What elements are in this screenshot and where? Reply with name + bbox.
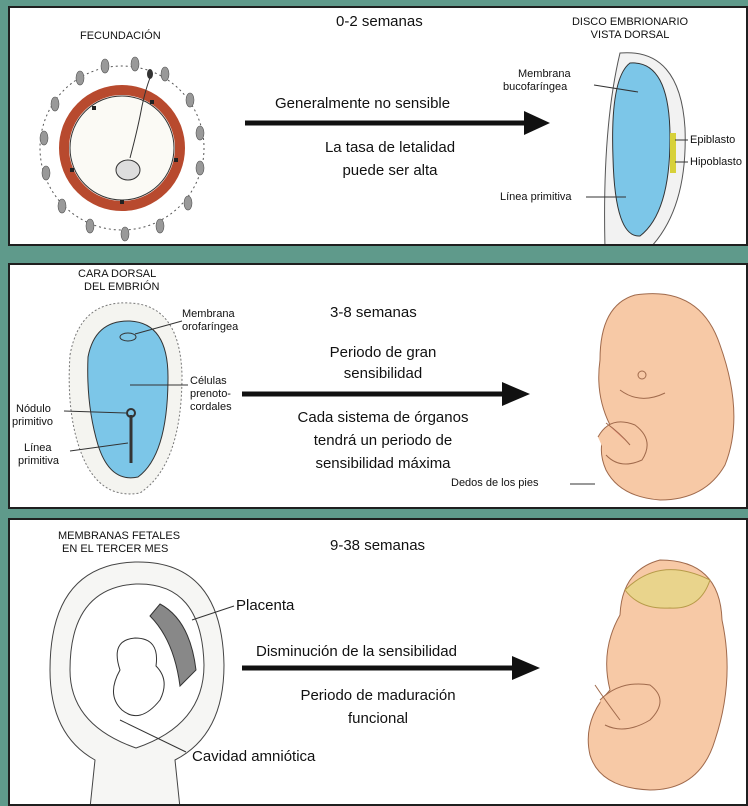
label-hipoblasto: Hipoblasto <box>690 156 742 169</box>
membranes-caption-2: EN EL TERCER MES <box>62 543 168 556</box>
panel-9-38-weeks: MEMBRANAS FETALES EN EL TERCER MES 9-38 … <box>8 518 748 806</box>
sensitivity-text-2: sensibilidad <box>298 364 468 383</box>
organ-text-3: sensibilidad máxima <box>268 454 498 473</box>
dorsal-caption-1: CARA DORSAL <box>78 268 156 281</box>
panel1-illustration <box>10 8 748 246</box>
label-cavidad-amniotica: Cavidad amniótica <box>192 747 315 766</box>
maturation-text-2: funcional <box>278 709 478 728</box>
period-label: 9-38 semanas <box>330 536 425 555</box>
label-bucofaringea: bucofaríngea <box>503 81 567 94</box>
period-label: 0-2 semanas <box>336 12 423 31</box>
panel-3-8-weeks: CARA DORSAL DEL EMBRIÓN Membrana orofarí… <box>8 263 748 509</box>
label-placenta: Placenta <box>236 596 294 615</box>
label-primitiva: primitiva <box>18 455 59 468</box>
sensitivity-text-1: Periodo de gran <box>298 343 468 362</box>
disc-caption-2: VISTA DORSAL <box>555 29 705 42</box>
sensitivity-text: Disminución de la sensibilidad <box>256 642 457 661</box>
lethality-text-1: La tasa de letalidad <box>305 138 475 157</box>
maturation-text-1: Periodo de maduración <box>278 686 478 705</box>
label-celulas: Células <box>190 375 227 388</box>
label-membrana: Membrana <box>518 68 571 81</box>
embryonic-disc-illustration <box>586 53 688 246</box>
organ-text-2: tendrá un periodo de <box>268 431 498 450</box>
panel-0-2-weeks: FECUNDACIÓN 0-2 semanas Generalmente no … <box>8 6 748 246</box>
arrow-right-icon <box>245 111 550 135</box>
fetus-illustration <box>588 560 727 790</box>
label-linea: Línea <box>24 442 52 455</box>
label-orofaringea: orofaríngea <box>182 321 238 334</box>
label-membrana: Membrana <box>182 308 235 321</box>
period-label: 3-8 semanas <box>330 303 417 322</box>
lethality-text-2: puede ser alta <box>305 161 475 180</box>
label-epiblasto: Epiblasto <box>690 134 735 147</box>
panel3-illustration <box>10 520 748 806</box>
label-nodulo: Nódulo <box>16 403 51 416</box>
disc-caption-1: DISCO EMBRIONARIO <box>555 16 705 29</box>
dorsal-caption-2: DEL EMBRIÓN <box>84 281 159 294</box>
embryo-8-weeks-illustration <box>570 294 734 500</box>
arrow-right-icon <box>242 382 530 406</box>
zygote-illustration <box>40 57 204 241</box>
label-primitivo: primitivo <box>12 416 53 429</box>
label-dedos: Dedos de los pies <box>451 477 538 490</box>
label-prenoto: prenoto- <box>190 388 231 401</box>
uterus-illustration <box>50 562 234 806</box>
embryo-dorsal-illustration <box>64 303 188 494</box>
fecundacion-caption: FECUNDACIÓN <box>80 30 161 43</box>
label-linea-primitiva: Línea primitiva <box>500 191 572 204</box>
sensitivity-text: Generalmente no sensible <box>275 94 450 113</box>
label-cordales: cordales <box>190 401 232 414</box>
organ-text-1: Cada sistema de órganos <box>268 408 498 427</box>
membranes-caption-1: MEMBRANAS FETALES <box>58 530 180 543</box>
